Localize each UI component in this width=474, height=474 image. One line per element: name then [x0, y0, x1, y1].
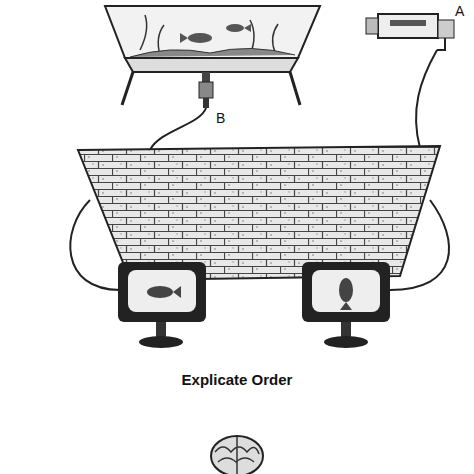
- monitor-left: [118, 262, 206, 348]
- brain: [211, 436, 263, 474]
- cables: [70, 50, 449, 290]
- monitor-right: [302, 262, 390, 348]
- camera: [366, 14, 454, 50]
- callout-letter: A: [455, 3, 464, 19]
- callout-letter: B: [216, 110, 225, 126]
- fish-tank: [105, 6, 320, 108]
- brick-wall: [78, 146, 440, 280]
- caption-text: Explicate Order: [182, 371, 293, 388]
